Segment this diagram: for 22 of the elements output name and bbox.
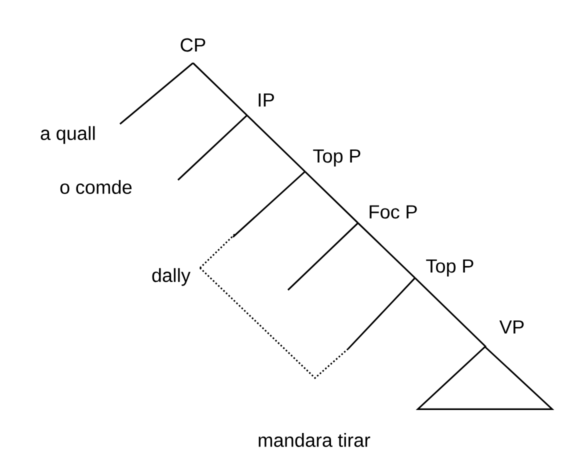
movement-line [199,267,349,380]
tree-branch [357,222,416,279]
phrase-label: Top P [313,150,360,166]
movement-line [199,233,236,269]
tree-branch [120,62,194,125]
tree-branch [287,222,359,291]
word-label: dally [152,268,190,286]
tree-branch [177,114,248,181]
tree-branch [414,277,487,348]
phrase-label: IP [258,93,274,107]
word-label: mandara tirar [258,433,370,447]
phrase-label: Foc P [370,205,417,219]
tree-branch [347,277,416,350]
word-label: o comde [60,180,132,194]
tree-branch [304,171,359,224]
tree-branch [232,171,306,238]
phrase-label: CP [180,38,206,52]
word-label: a quall [40,126,95,144]
tree-branch [192,62,248,116]
phrase-label: Top P [426,260,474,276]
tree-branch [246,114,306,172]
phrase-label: VP [499,320,524,334]
